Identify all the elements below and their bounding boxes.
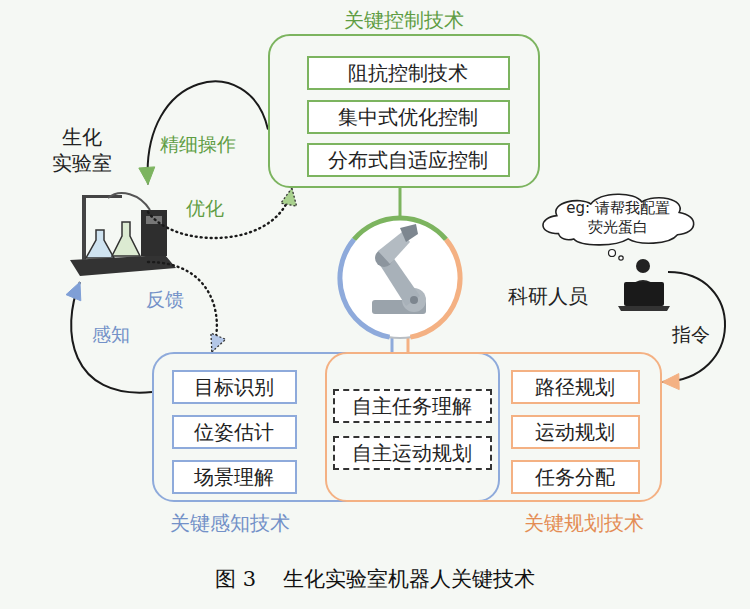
technology-group-box: 关键规划技术自主任务理解自主运动规划路径规划运动规划任务分配: [325, 352, 662, 502]
node-label: 场景理解: [194, 464, 274, 490]
lab-stand: [82, 195, 86, 260]
connector: [662, 272, 725, 389]
dashed-task-box: 自主运动规划: [333, 436, 492, 470]
node-label: 科研人员: [508, 283, 596, 309]
connector-line: [399, 188, 402, 218]
node-label: 运动规划: [535, 419, 615, 445]
group-heading: 关键控制技术: [270, 7, 538, 33]
technology-box: 运动规划: [511, 415, 640, 449]
connector-line: [407, 337, 410, 352]
node-label: 生化 实验室: [46, 124, 118, 176]
thought-dot: [609, 250, 616, 257]
edge-label-holder: 反馈: [146, 287, 184, 312]
lab-flask: [112, 222, 140, 256]
arrowhead: [211, 333, 226, 352]
robot-joint: [410, 296, 418, 304]
arrowhead: [139, 167, 155, 185]
lab-equipment-icon: [70, 193, 176, 276]
entity-node: 科研人员: [505, 255, 668, 312]
connector-line: [148, 82, 268, 185]
node-label: 集中式优化控制: [338, 104, 478, 130]
connector-line: [148, 188, 292, 238]
edge-label: 感知: [92, 323, 130, 345]
technology-box: 阻抗控制技术: [307, 56, 510, 90]
technology-box: 集中式优化控制: [307, 100, 510, 134]
caption: 图 3 生化实验室机器人关键技术: [215, 567, 535, 591]
connector: [139, 82, 268, 185]
connector-line: [71, 282, 152, 393]
technology-box: 场景理解: [172, 460, 297, 494]
node-label: 任务分配: [535, 464, 615, 490]
technology-box: 目标识别: [172, 370, 297, 404]
caption-holder: 图 3 生化实验室机器人关键技术: [0, 566, 750, 593]
node-label: eg: 请帮我配置荧光蛋白: [561, 199, 675, 237]
lab-stand-arm: [82, 195, 122, 198]
technology-box: 位姿估计: [172, 415, 297, 449]
robot-arm-icon: [372, 224, 426, 314]
connector-line: [391, 337, 394, 352]
lab-tube: [108, 193, 150, 210]
researcher-icon: [618, 259, 670, 311]
lab-device: [141, 210, 167, 256]
entity-node: 生化 实验室: [42, 122, 148, 282]
node-label: 自主任务理解: [352, 393, 472, 419]
arrowhead: [66, 282, 81, 301]
connector: [148, 188, 297, 238]
node-label: 目标识别: [194, 374, 274, 400]
laptop-screen: [624, 282, 664, 306]
node-label: 自主运动规划: [352, 440, 472, 466]
node-label: 路径规划: [535, 374, 615, 400]
arrowhead: [281, 188, 297, 206]
planning-arc: [410, 239, 460, 337]
dashed-task-box: 自主任务理解: [333, 389, 492, 423]
technology-box: 路径规划: [511, 370, 640, 404]
edge-label: 指令: [672, 323, 710, 345]
speech-cloud: eg: 请帮我配置荧光蛋白: [533, 186, 703, 250]
edge-label-holder: 优化: [186, 196, 224, 221]
technology-box: 分布式自适应控制: [307, 143, 510, 177]
edge-label-holder: 指令: [672, 322, 710, 347]
technology-box: 任务分配: [511, 460, 640, 494]
thought-dot: [619, 256, 623, 260]
technology-group-box: 关键控制技术阻抗控制技术集中式优化控制分布式自适应控制: [268, 34, 540, 188]
edge-label: 精细操作: [160, 133, 236, 155]
person-head: [636, 259, 650, 273]
group-heading: 关键规划技术: [327, 510, 660, 536]
edge-label-holder: 精细操作: [160, 132, 236, 157]
edge-label: 优化: [186, 197, 224, 219]
edge-label-holder: 感知: [92, 322, 130, 347]
node-label: 位姿估计: [194, 419, 274, 445]
connector-line: [662, 272, 725, 382]
robot-circle: [340, 218, 460, 338]
group-heading: 关键感知技术: [154, 510, 498, 536]
cloud-shape: [543, 194, 694, 245]
arrowhead: [662, 374, 679, 390]
robot-gripper: [400, 224, 418, 242]
connector: [66, 282, 152, 393]
edge-label: 反馈: [146, 288, 184, 310]
node-label: 分布式自适应控制: [328, 147, 488, 173]
node-label: 阻抗控制技术: [348, 60, 468, 86]
laptop-base: [618, 306, 670, 311]
lab-flask: [86, 230, 114, 258]
